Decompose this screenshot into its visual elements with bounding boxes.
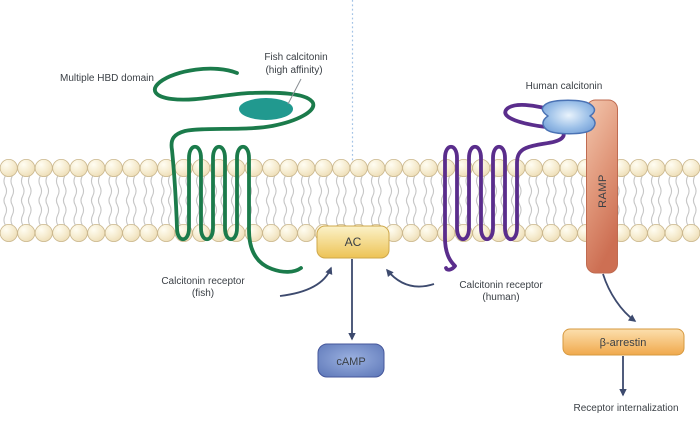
- human-calcitonin-label: Human calcitonin: [526, 81, 603, 92]
- receptor-internalization-label: Receptor internalization: [573, 403, 678, 414]
- ramp-label: RAMP: [597, 174, 609, 208]
- lipid-head: [122, 158, 141, 177]
- lipid-head: [17, 158, 36, 177]
- human-receptor-label-line2: (human): [482, 292, 519, 303]
- lipid-head: [682, 224, 700, 242]
- lipid-head: [664, 223, 683, 242]
- lipid-head: [314, 158, 333, 177]
- lipid-head: [297, 223, 316, 242]
- lipid-head: [122, 223, 141, 242]
- lipid-head: [104, 223, 123, 242]
- lipid-head: [419, 223, 438, 242]
- lipid-head: [69, 158, 88, 177]
- lipid-head: [279, 223, 298, 242]
- lipid-head: [297, 158, 316, 177]
- lipid-head: [279, 158, 298, 177]
- lipid-head: [367, 158, 386, 177]
- lipid-head: [69, 223, 88, 242]
- lipid-head: [104, 158, 123, 177]
- adenylyl-cyclase-box: [316, 225, 390, 259]
- lipid-head: [0, 159, 18, 177]
- fish-receptor-path: [153, 66, 316, 274]
- ac-label: AC: [345, 235, 362, 249]
- lipid-head: [524, 158, 543, 177]
- lipid-head: [664, 158, 683, 177]
- lipid-head: [34, 223, 53, 242]
- lipid-head: [349, 158, 368, 177]
- fish-receptor-label-line2: (fish): [192, 288, 214, 299]
- lipid-head: [682, 159, 700, 177]
- lipid-head: [629, 158, 648, 177]
- lipid-head: [0, 224, 18, 242]
- lipid-head: [629, 223, 648, 242]
- lipid-head: [332, 158, 351, 177]
- camp-label: cAMP: [336, 356, 365, 368]
- lipid-head: [139, 223, 158, 242]
- lipid-head: [647, 223, 666, 242]
- lipid-head: [87, 223, 106, 242]
- fish-ligand-leader-line: [287, 78, 302, 105]
- lipid-head: [402, 158, 421, 177]
- lipid-head: [559, 158, 578, 177]
- camp-box: [317, 343, 385, 378]
- ramp-protein: [586, 99, 618, 274]
- beta-arrestin-label: β-arrestin: [600, 337, 647, 349]
- lipid-head: [262, 223, 281, 242]
- fish-calcitonin-label-line1: Fish calcitonin: [264, 52, 327, 63]
- lipid-head: [542, 223, 561, 242]
- lipid-head: [262, 158, 281, 177]
- lipid-head: [402, 223, 421, 242]
- fish-calcitonin-ligand: [239, 98, 293, 120]
- lipid-head: [34, 158, 53, 177]
- fish-receptor-label-line1: Calcitonin receptor: [161, 276, 245, 287]
- human-receptor-label-line1: Calcitonin receptor: [459, 280, 543, 291]
- lipid-head: [559, 223, 578, 242]
- lipid-head: [87, 158, 106, 177]
- fish-receptor-to-ac-arrow: [279, 266, 333, 297]
- lipid-head: [139, 158, 158, 177]
- human-receptor-to-ac-arrow: [386, 268, 435, 288]
- beta-arrestin-box: [562, 328, 685, 356]
- lipid-head: [157, 223, 176, 242]
- lipid-head: [524, 223, 543, 242]
- lipid-head: [384, 158, 403, 177]
- lipid-head: [17, 223, 36, 242]
- human-calcitonin-ligand: [541, 99, 596, 135]
- lipid-head: [542, 158, 561, 177]
- lipid-head: [52, 223, 71, 242]
- lipid-head: [647, 158, 666, 177]
- lipid-head: [52, 158, 71, 177]
- lipid-head: [419, 158, 438, 177]
- ramp-to-arrestin-arrow: [602, 273, 637, 322]
- multiple-hbd-domain-label: Multiple HBD domain: [60, 73, 154, 84]
- fish-calcitonin-label-line2: (high affinity): [265, 65, 322, 76]
